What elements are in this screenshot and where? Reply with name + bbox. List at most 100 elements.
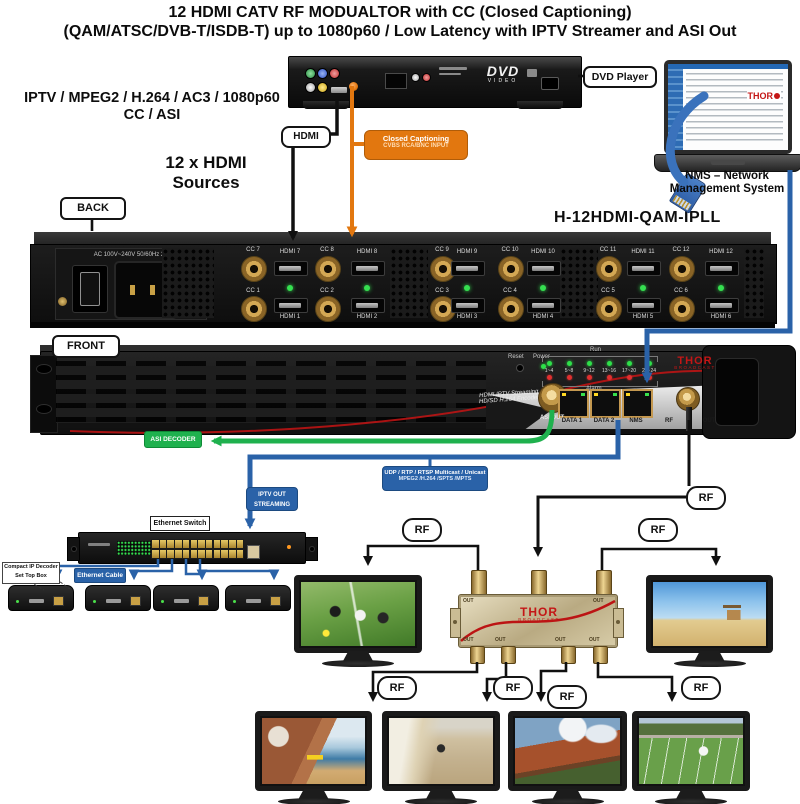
stb-ethernet-port [130,596,141,606]
nms-laptop: THOR [664,60,792,154]
thor-logo: THOR BROADCAST [674,355,716,370]
tv-screen [389,718,493,784]
dvd-foot [517,101,563,109]
model-number: H-12HDMI-QAM-IPLL [554,209,721,226]
ethernet-switch [67,532,318,564]
alarm-led [587,375,592,380]
stb-ethernet-port [53,596,64,606]
tv-base [531,798,604,804]
led-group-label: 9~12 [583,368,595,374]
dvd-warning-bar [527,69,537,77]
splitter-out-connector [470,646,485,664]
rf-label: RF [665,418,673,424]
hdmi-port [351,261,385,276]
ethernet-cable-label: Ethernet Cable [74,568,126,583]
dvd-foot [303,101,349,109]
back-top-edge [34,232,771,245]
splitter-out-label: OUT [593,598,604,604]
data1-port [558,389,589,418]
power-label: Power [533,354,551,360]
stb-power-led [93,600,96,603]
hdmi-sources-line2: Sources [172,173,240,192]
cc-bnc-connector [241,296,267,322]
signal-led [640,285,646,291]
stb-hdmi-port [246,599,261,603]
cc-bnc-connector [669,296,695,322]
power-switch [72,265,108,313]
tv-stand [552,789,583,799]
cc-port-label: CC 10 [501,247,519,253]
vent-grid [560,248,598,318]
splitter-red-curve [460,599,616,642]
laptop-screen: THOR [668,64,788,150]
rf-out-cable-stub [686,407,692,431]
splitter-out-label: OUT [555,637,566,643]
iptv-out-callout: IPTV OUT STREAMING [246,487,298,511]
laptop-touchpad [711,160,745,165]
dvd-label-bar [439,67,467,70]
switch-ear [67,537,80,561]
power-pin [130,285,135,295]
hdmi-port [705,298,739,313]
rf-branch-left-tv [363,544,480,570]
stb-power-led [233,600,236,603]
back-bottom-edge [30,322,775,328]
hdmi-port [527,261,561,276]
dvd-power-inlet [541,77,559,90]
led-group-label: 5~8 [564,368,574,374]
stb-hdmi-port [29,599,44,603]
hdmi-port [451,298,485,313]
component-jack-red [329,68,340,79]
cc-port-label: CC 8 [320,247,334,253]
cc-bnc-connector [596,296,622,322]
led-group-label: 21~24 [641,368,657,374]
set-top-box [225,585,291,611]
signal-led [718,285,724,291]
cc-bnc-connector [241,256,267,282]
run-led [567,361,572,366]
rack-ear-left [30,355,58,433]
hdmi-port [627,298,661,313]
hdmi-port-label: HDMI 9 [456,249,478,255]
tv-mid-right [646,575,773,667]
title-line-2: (QAM/ATSC/DVB-T/ISDB-T) up to 1080p60 / … [63,23,737,40]
signal-led [287,285,293,291]
rf-label: RF [402,518,442,542]
dvd-player-label: DVD Player [583,66,657,88]
tv-base [405,798,477,804]
thor-logo: THOR [746,91,781,101]
signal-led [464,285,470,291]
stb-hdmi-port [106,599,121,603]
splitter-body: OUT OUT OUT OUT OUT OUT THOR BROADCAST [458,594,618,648]
cvbs-jack-orange-plug [349,82,358,91]
closed-captioning-callout: Closed Captioning CVBS RCA/BNC INPUT [364,130,468,160]
front-tag: FRONT [52,335,120,358]
alarm-led [567,375,572,380]
hdmi-port-label: HDMI 12 [709,249,733,255]
component-jack-green [305,68,316,79]
rf-label: RF [638,518,678,542]
power-led [541,364,546,369]
hdmi-port [705,261,739,276]
nms-label: NMS [629,418,643,424]
cc-port-label: CC 9 [435,247,449,253]
rf-label: RF [547,685,587,709]
rf-label: RF [686,486,726,510]
hdmi-port [627,261,661,276]
udp-protocols-callout: UDP / RTP / RTSP Multicast / Unicast MPE… [382,466,488,491]
led-group-label: 1~4 [544,368,554,374]
cc-port-label: CC 12 [672,247,690,253]
asi-decoder-callout: ASI DECODER [144,431,202,448]
tv-stand [676,789,706,799]
splitter-out-label: OUT [589,637,600,643]
switch-ear [305,537,318,561]
power-pin [150,285,155,295]
hdmi-port-label: HDMI 3 [456,314,478,320]
dvd-video-logo: DVD VIDEO [486,63,520,84]
hdmi-port-label: HDMI 1 [279,314,301,320]
dvd-switch [385,73,407,89]
cc-bnc-connector [315,256,341,282]
splitter-mount-tab [450,608,461,638]
